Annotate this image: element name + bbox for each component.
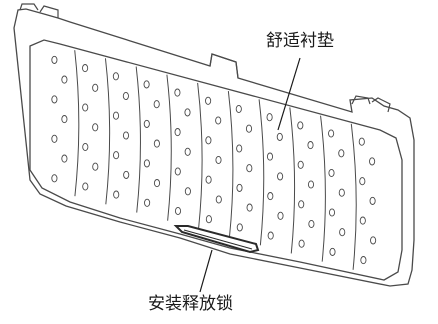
slat-divider (135, 66, 141, 213)
vent-hole (205, 136, 212, 145)
vent-hole (338, 188, 345, 197)
vent-hole (112, 111, 120, 120)
vent-hole (61, 115, 68, 124)
vent-hole (143, 159, 150, 168)
vent-hole (266, 113, 273, 122)
vent-hole (92, 162, 99, 171)
vent-hole (328, 129, 335, 138)
top-left-clip (19, 3, 59, 18)
vent-hole (184, 147, 191, 156)
vent-hole (277, 172, 284, 181)
vent-hole (215, 195, 222, 204)
vent-hole (92, 83, 99, 92)
vent-hole (308, 219, 315, 229)
cushion-slats (74, 50, 357, 270)
vent-hole (123, 170, 130, 179)
vent-hole (51, 174, 58, 183)
top-right-clip (351, 95, 391, 113)
vent-hole (122, 91, 129, 101)
vent-hole (184, 108, 191, 117)
release-lock-label: 安装释放锁 (148, 294, 233, 314)
slat-divider (227, 91, 234, 238)
vent-hole (246, 164, 253, 173)
vent-hole (328, 208, 336, 217)
vent-hole (122, 131, 130, 140)
vent-hole (144, 198, 151, 207)
vent-hole (82, 64, 89, 73)
vent-hole (215, 155, 222, 165)
vent-hole (82, 182, 89, 191)
vent-hole (215, 116, 222, 125)
vent-hole (92, 123, 99, 132)
vent-hole (360, 256, 367, 265)
vent-hole (236, 223, 243, 232)
vent-hole (205, 215, 212, 224)
vent-hole (358, 137, 365, 146)
comfort-cushion-label: 舒适衬垫 (266, 31, 334, 51)
vent-hole (82, 142, 89, 152)
release-lock-inner (183, 229, 253, 250)
vent-hole (297, 160, 304, 169)
vent-hole (267, 231, 274, 240)
vent-hole (307, 141, 314, 150)
slat-divider (258, 99, 265, 246)
vent-hole (266, 152, 274, 161)
vent-hole (153, 100, 160, 109)
slat-divider (104, 58, 111, 205)
slat-divider (74, 50, 80, 197)
slat-divider (166, 74, 172, 221)
slat-divider (320, 115, 326, 262)
vent-hole (61, 75, 68, 84)
vent-hole (298, 239, 305, 248)
vent-hole (359, 216, 366, 225)
vent-hole (329, 247, 336, 256)
vent-hole (184, 187, 191, 196)
vent-hole (174, 206, 182, 216)
vent-hole (245, 124, 253, 133)
vent-hole (328, 168, 335, 178)
vent-hole (82, 103, 89, 112)
vent-hole (267, 192, 274, 201)
vent-hole (113, 151, 120, 160)
slat-divider (197, 82, 203, 229)
vent-hole (235, 104, 242, 114)
vent-hole (297, 121, 304, 130)
vent-hole (153, 139, 160, 148)
vent-hole (277, 211, 284, 220)
cushion-leader-line (277, 57, 301, 131)
vent-hole (338, 149, 345, 158)
vent-hole (113, 190, 120, 199)
vent-hole (143, 119, 150, 128)
vent-hole (61, 154, 68, 163)
back-tab (209, 53, 239, 79)
vent-hole (51, 55, 58, 64)
vent-hole (143, 80, 150, 89)
vent-hole (112, 72, 119, 81)
vent-hole (276, 132, 283, 141)
lock-leader-line (199, 249, 213, 293)
vent-hole (174, 88, 181, 97)
vent-hole (370, 236, 377, 245)
vent-hole (339, 228, 346, 237)
vent-hole (51, 134, 58, 143)
vent-hole (246, 203, 253, 212)
vent-hole (205, 175, 212, 184)
vent-hole (236, 144, 243, 153)
vent-hole (51, 95, 58, 104)
vent-hole (369, 157, 376, 166)
vent-hole (307, 180, 315, 189)
vent-hole (359, 177, 366, 186)
vent-hole (369, 196, 376, 205)
slat-divider (350, 123, 357, 270)
vent-hole (236, 183, 243, 192)
vent-hole (298, 200, 305, 209)
vent-hole (174, 128, 181, 137)
vent-hole (153, 179, 161, 188)
vent-hole (174, 167, 181, 176)
slat-divider (289, 107, 296, 254)
ventilation-holes (51, 55, 377, 265)
vent-hole (205, 96, 212, 105)
